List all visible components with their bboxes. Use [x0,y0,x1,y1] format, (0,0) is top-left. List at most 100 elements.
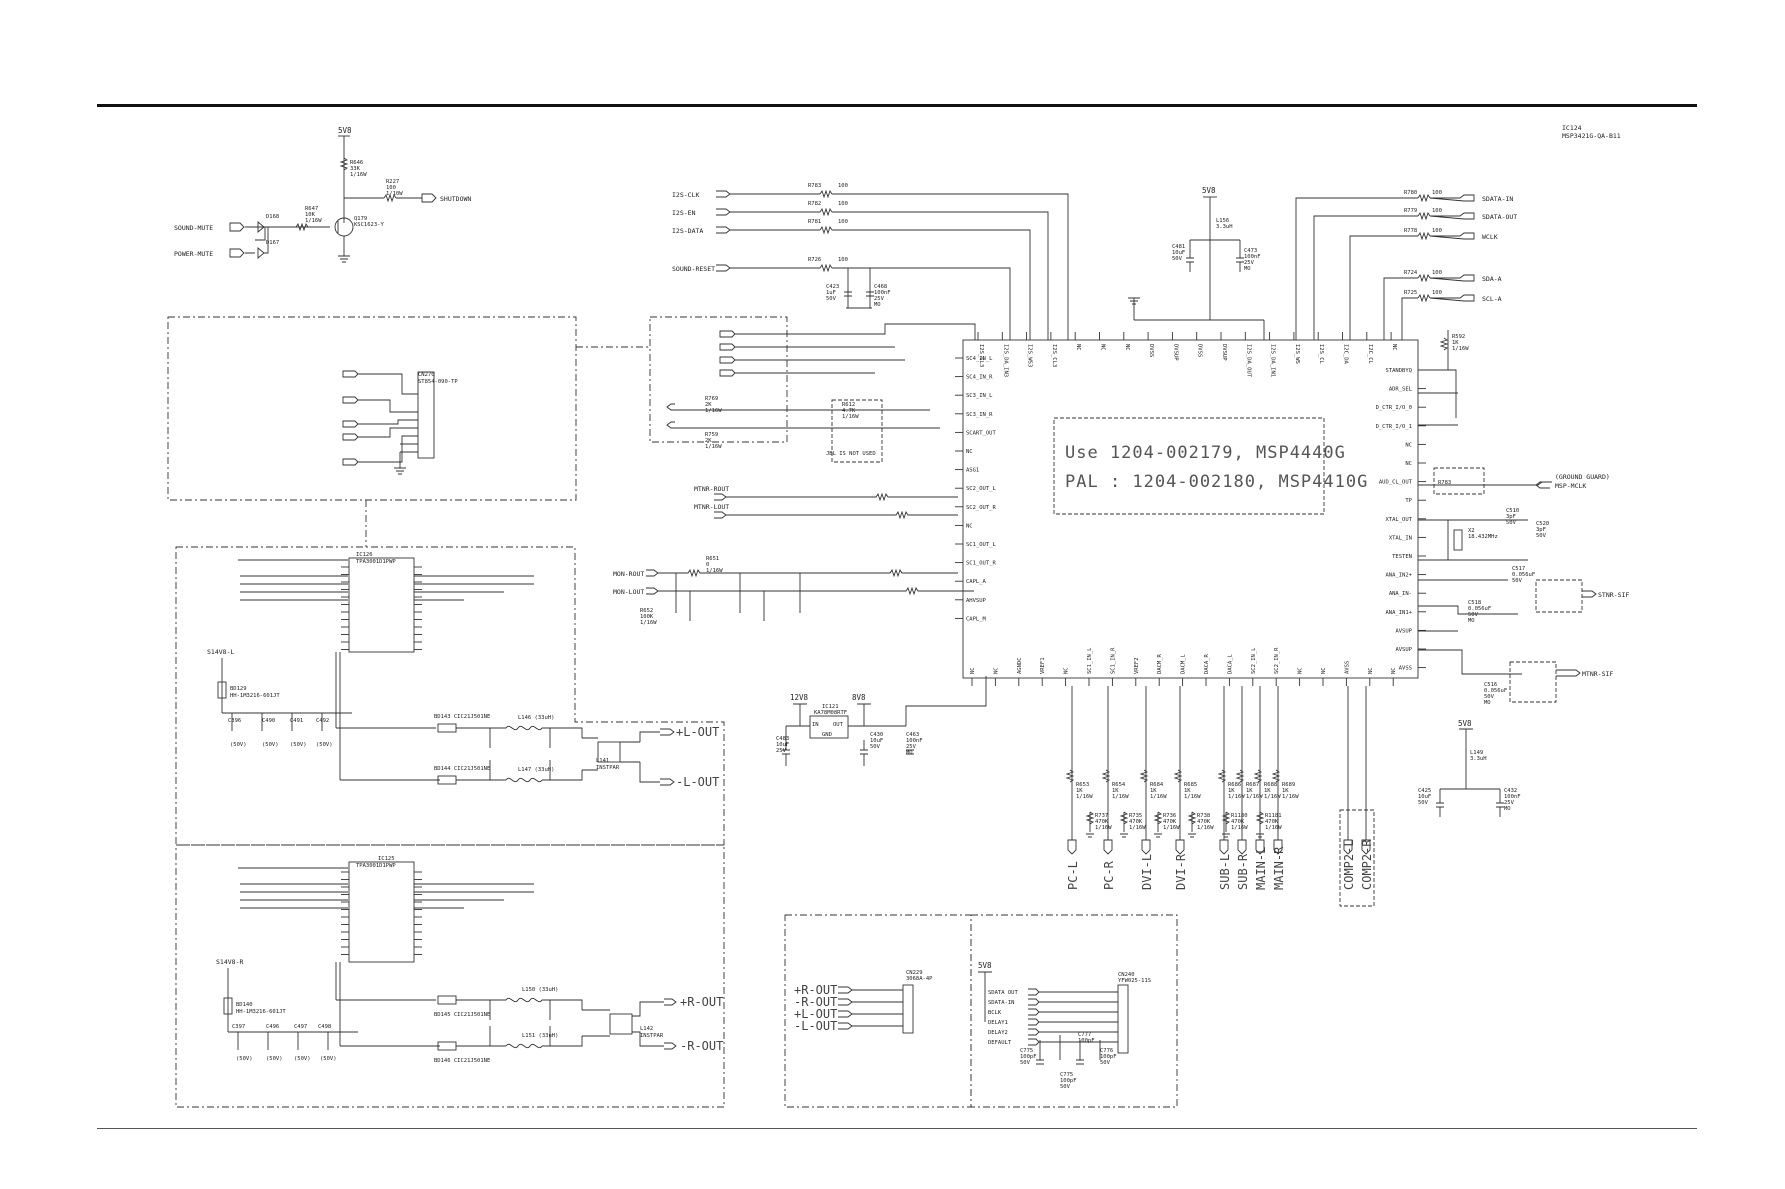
cn229-port [838,986,853,994]
svg-text:C775: C775 [1020,1048,1033,1054]
msp-pin-label: VREF2 [1134,657,1140,674]
out-resistor-val: 100 [1432,208,1442,214]
msp-pin-label: DVSS [1148,344,1154,357]
cn229-port [838,1010,853,1018]
output-label: DVI-L [1140,854,1154,890]
svg-text:Q179: Q179 [354,216,367,222]
out-port [1429,212,1475,220]
output-label: SUB-R [1236,853,1250,890]
svg-text:3pF: 3pF [1506,514,1516,520]
cn229-label: +R-OUT [794,983,837,997]
svg-text:R783: R783 [1438,480,1451,486]
mon-lout-label: MON-LOUT [613,588,644,596]
bottom-resistor-power: 1/16W [1282,794,1299,800]
svg-text:C430: C430 [870,732,883,738]
output-label: MAIN-L [1254,847,1268,890]
msp-mclk-label: MSP-MCLK [1555,482,1586,490]
msp-pin-label: DACM_R [1157,653,1163,674]
i2s-port [716,190,731,198]
msp-pin-label: CAPL_A [966,579,987,585]
svg-text:C520: C520 [1536,521,1549,527]
svg-text:C777: C777 [1078,1032,1091,1038]
msp-pin-label: SC2_OUT_L [966,486,996,492]
msp-pin-label: NC [966,449,973,455]
svg-text:1/16W: 1/16W [1452,346,1469,352]
i2s-resistor-ref: R783 [808,183,821,189]
cn240-port [1028,998,1040,1006]
msp-pin-label: SC2_IN_R [1274,647,1280,674]
lower-right-supply: 5V8 L149 3.3uH C425 10uF 50V C432 100nF … [1418,719,1521,817]
msp-pin-label: DVSUP [1172,344,1178,361]
rail-5v8-top: 5V8 [338,126,352,135]
svg-text:C776: C776 [1100,1048,1113,1054]
svg-text:10K: 10K [305,212,316,218]
msp-pin-label: AVSS [1399,666,1412,672]
pulldown-val: 470K [1163,819,1177,825]
msp-pin-label: I2C_DA [1343,344,1349,365]
out-label: WCLK [1482,233,1498,241]
svg-text:MO: MO [1484,700,1491,706]
svg-text:3068A-4P: 3068A-4P [906,976,933,982]
out-resistor-val: 100 [1432,190,1442,196]
svg-text:50V: 50V [1512,578,1523,584]
svg-text:0: 0 [706,562,709,568]
output-label: SUB-L [1218,854,1232,890]
msp-pin-label: STANDBYQ [1386,368,1413,374]
out-resistor-ref: R725 [1404,290,1417,296]
svg-text:1uF: 1uF [826,290,836,296]
rail-8v8: 8V8 [852,693,866,702]
cn240-port [1028,1038,1040,1046]
svg-text:50V: 50V [1100,1060,1111,1066]
output-label: MAIN-R [1272,846,1286,890]
svg-text:CN270: CN270 [418,372,435,378]
cn229-block: CN229 3068A-4P +R-OUT-R-OUT+L-OUT-L-OUT [784,914,972,1108]
out-label: SDA-A [1482,275,1502,283]
svg-text:10uF: 10uF [776,742,789,748]
svg-text:50V: 50V [1060,1084,1071,1090]
msp-pin-label: NC [1124,344,1130,351]
bottom-resistor-ref: R685 [1184,782,1197,788]
svg-text:(50V): (50V) [236,1056,253,1062]
svg-text:R759: R759 [705,432,718,438]
amp-l-block: IC126 TPA3001D1PWP S14V8-L BD129 HH-1M32… [175,546,725,846]
r-out-pos-label: +R-OUT [680,995,723,1009]
bottom-resistor-val: 1K [1112,788,1119,794]
i2s-label: I2S-DATA [672,227,703,235]
svg-text:100K: 100K [640,614,654,620]
reset-caps: C423 1uF 50V C468 100nF 25V MO [826,268,891,309]
msp-pin-label: I2S_DA_OUT [1245,344,1251,378]
pulldown-power: 1/16W [1095,825,1112,831]
svg-text:100: 100 [386,185,396,191]
svg-text:C775: C775 [1060,1072,1073,1078]
msp-pin-label: DACA_L [1227,653,1233,674]
svg-text:2K: 2K [705,402,712,408]
pulldown-val: 470K [1129,819,1143,825]
svg-text:YFW025-11S: YFW025-11S [1118,978,1151,984]
mon-rout-label: MON-ROUT [613,570,644,578]
msp-pin-label: NC [1391,344,1397,351]
cn240-block: 5V8 CN240 YFW025-11S SDATA OUTSDATA-INBC… [970,914,1178,1108]
bottom-resistor-val: 1K [1228,788,1235,794]
out-resistor-val: 100 [1432,228,1442,234]
svg-text:C492: C492 [316,718,329,724]
top-border-rule [97,104,1697,107]
cn240-label: DELAY2 [988,1030,1008,1036]
svg-text:TPA3001D1PWP: TPA3001D1PWP [356,863,396,869]
svg-text:MO: MO [1244,266,1251,272]
rail-12v8: 12V8 [790,693,809,702]
msp-pin-label: NC [993,667,999,674]
svg-text:1/16W: 1/16W [305,218,322,224]
bottom-resistor-ref: R688 [1264,782,1277,788]
svg-text:R227: R227 [386,179,399,185]
ic-part-label: MSP3421G-QA-B11 [1562,132,1621,140]
svg-text:C483: C483 [776,736,789,742]
msp-pin-label: NC [1368,667,1374,674]
msp-pin-label: I2S_CL3 [978,344,984,367]
svg-text:C432: C432 [1504,788,1517,794]
svg-text:1K: 1K [1452,340,1459,346]
bottom-resistor-power: 1/16W [1150,794,1167,800]
msp-pin-label: SC4_IN_R [966,375,993,381]
svg-text:BD140: BD140 [236,1002,253,1008]
svg-text:50V: 50V [1506,520,1517,526]
